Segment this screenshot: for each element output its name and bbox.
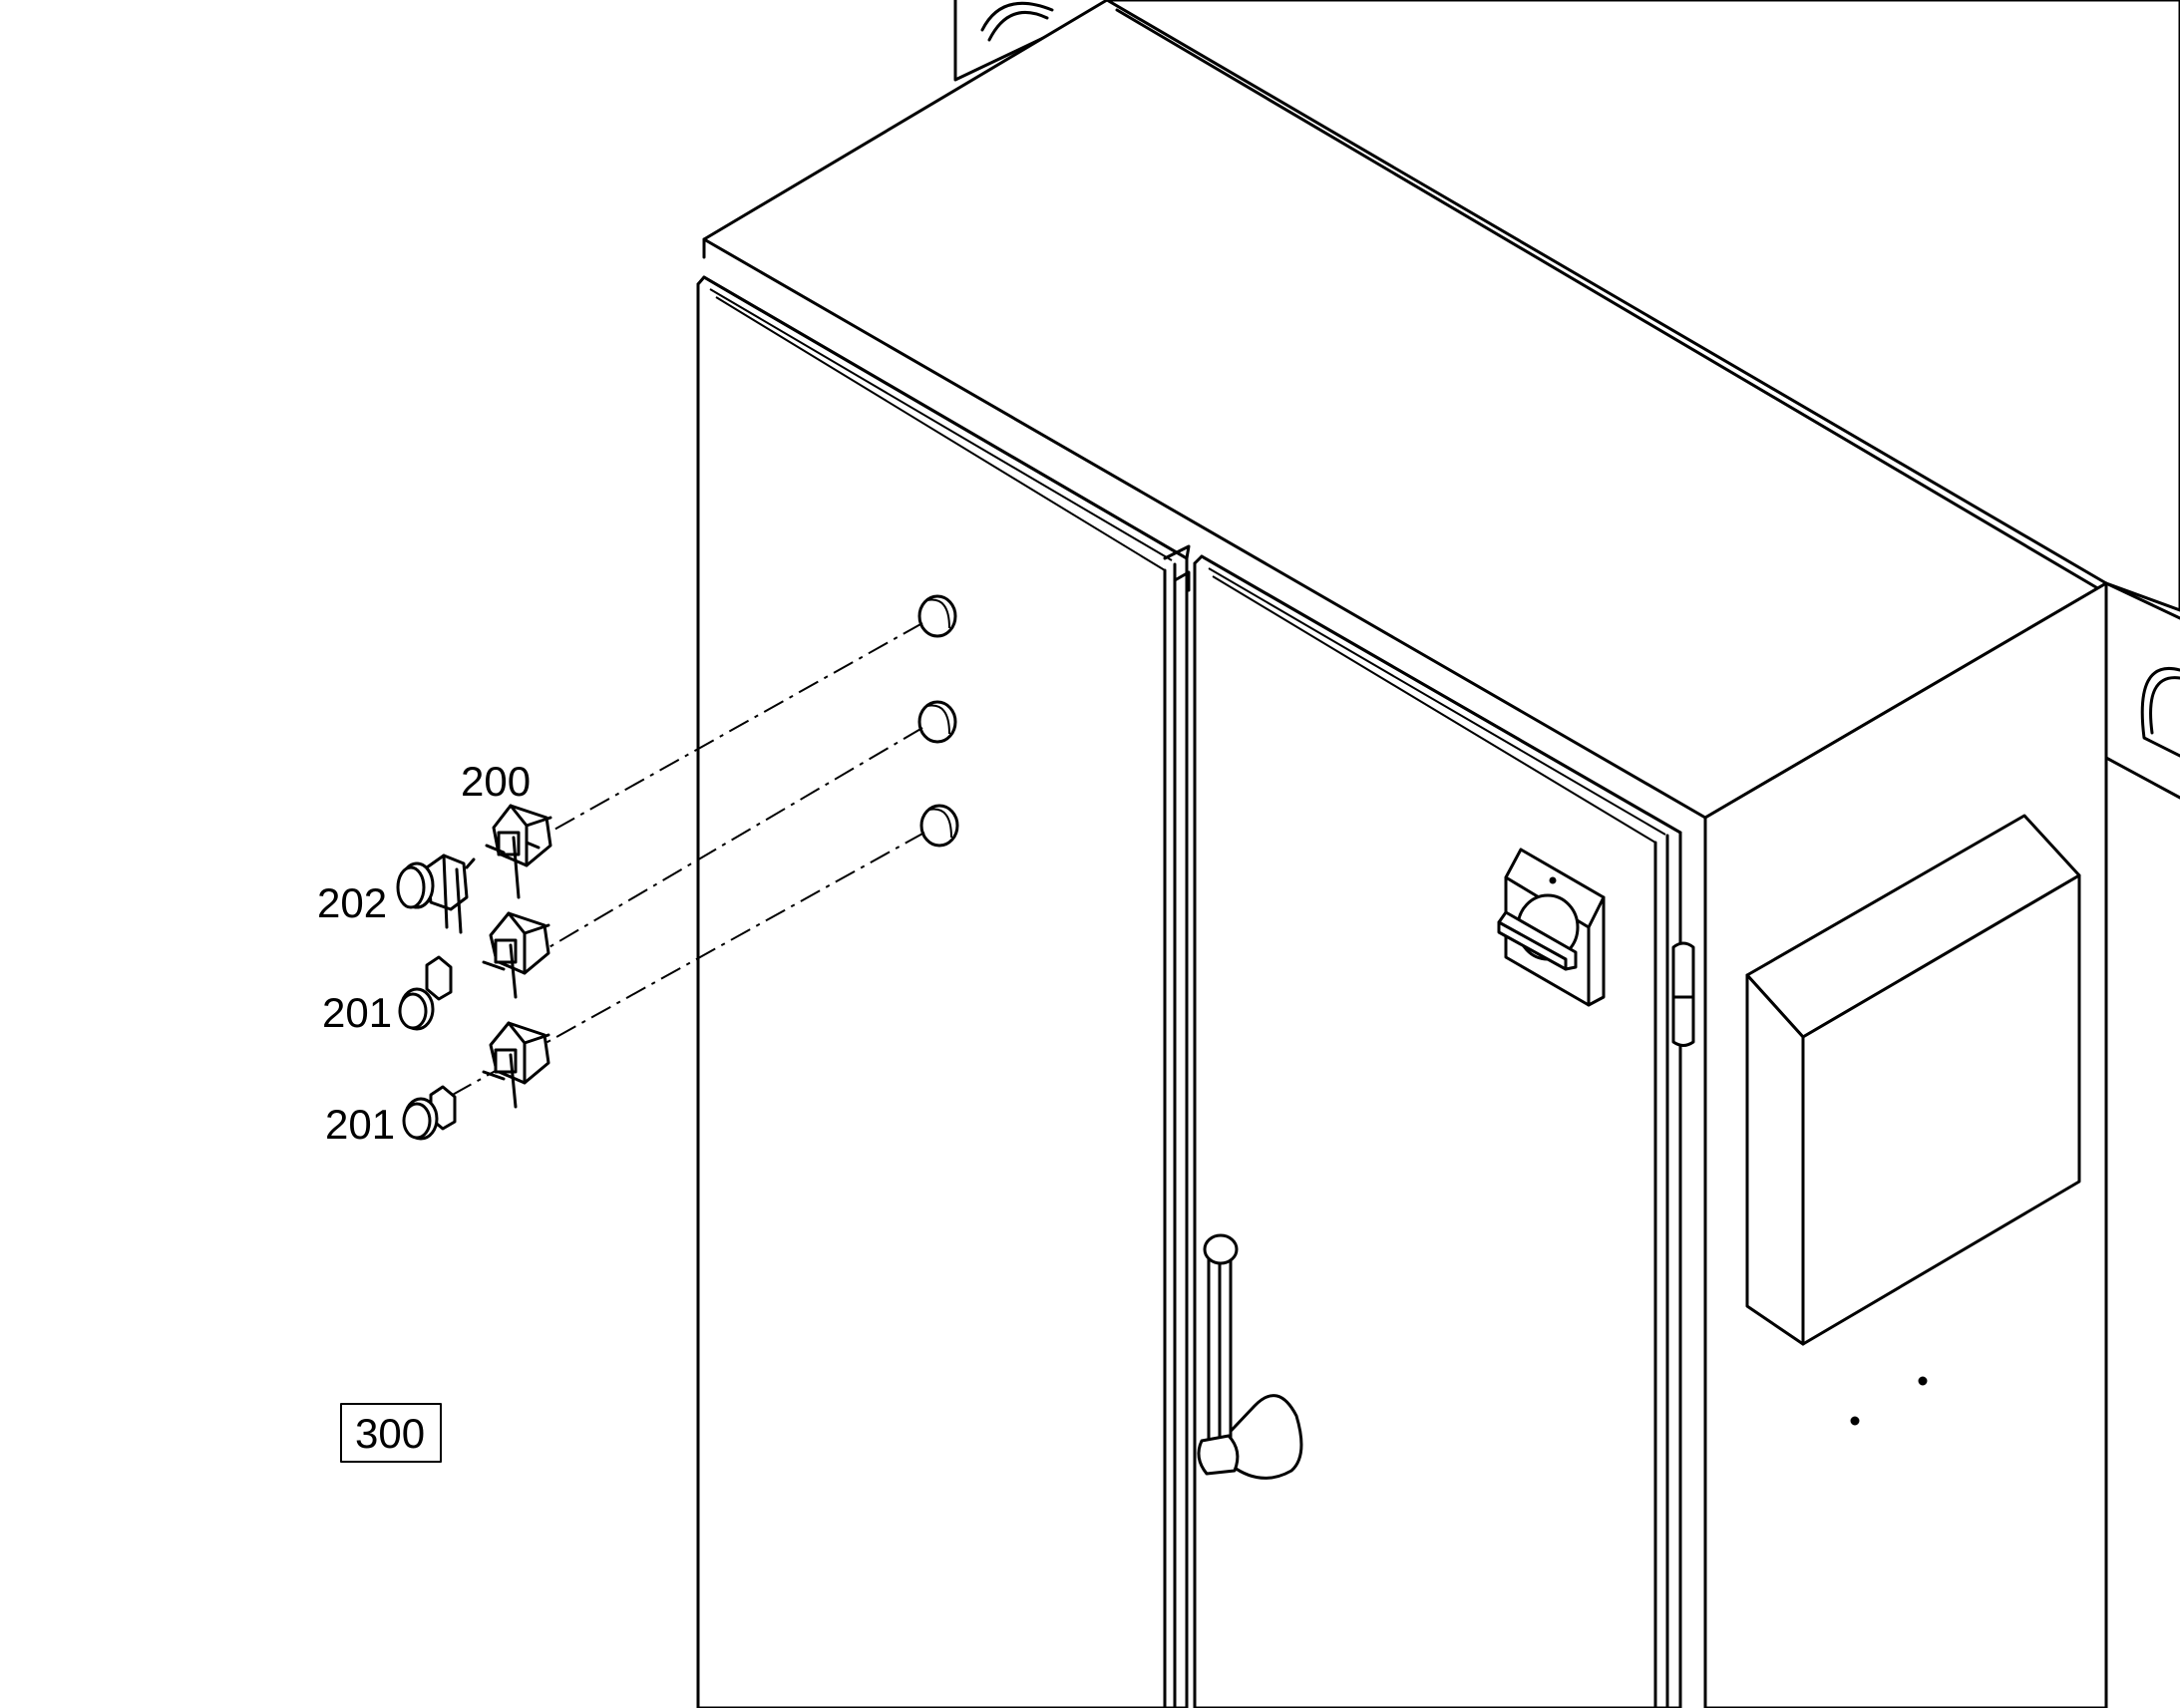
hole-1	[917, 594, 957, 638]
left-door	[696, 275, 1191, 1708]
mounting-bracket-right	[2104, 581, 2180, 800]
callout-200: 200	[461, 758, 531, 805]
right-door	[1193, 554, 1682, 1708]
mounting-holes	[917, 594, 959, 848]
reference-box-300: 300	[340, 1403, 442, 1463]
callout-201-lower: 201	[325, 1101, 395, 1148]
push-button-201-lower	[402, 1085, 457, 1141]
contact-block-2	[482, 911, 550, 999]
door-hinge	[1671, 941, 1695, 1047]
push-button-201-upper	[398, 955, 453, 1031]
push-button-202	[396, 854, 476, 934]
contact-block-1	[485, 804, 552, 899]
side-enclosure-box	[1745, 814, 2081, 1426]
isolator-switch	[1497, 848, 1606, 1007]
callout-201-upper: 201	[322, 989, 392, 1036]
contact-block-3	[482, 1021, 550, 1109]
callout-300: 300	[355, 1410, 425, 1457]
hole-3	[919, 804, 959, 848]
door-handle	[1197, 1233, 1303, 1480]
callout-202: 202	[317, 879, 387, 926]
hole-2	[917, 700, 957, 744]
